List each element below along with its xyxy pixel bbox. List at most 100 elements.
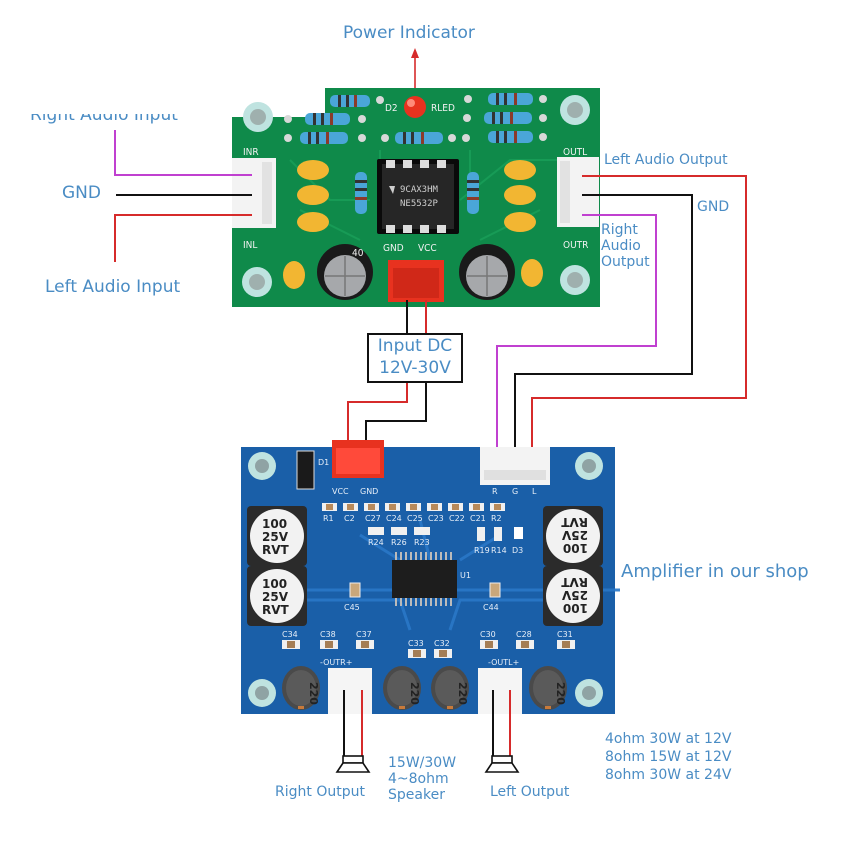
smd-label: R26 <box>391 538 407 547</box>
smd-label: C2 <box>344 514 355 523</box>
cap-label: C30 <box>480 630 496 639</box>
ic-marking-2: NE5532P <box>400 199 439 209</box>
smd-label: C27 <box>365 514 381 523</box>
led-d3 <box>514 527 523 539</box>
ceramic-capacitor <box>283 160 543 289</box>
resistor <box>488 93 533 105</box>
cap-rating: 25V <box>262 530 289 544</box>
smd-label: C23 <box>428 514 444 523</box>
smd-label: R14 <box>491 546 507 555</box>
capacitor-c45: C45 <box>344 582 361 612</box>
cap-rating: 25V <box>262 590 289 604</box>
left-audio-input-label: Left Audio Input <box>45 277 181 297</box>
silk-d1: D1 <box>318 458 329 467</box>
amp-audio-connector <box>480 447 550 485</box>
inductor-label: 220 <box>307 682 320 705</box>
cap-label: C37 <box>356 630 372 639</box>
power-connector <box>388 260 444 302</box>
silk-amp-g: G <box>512 487 518 496</box>
wire-gnd-output <box>514 194 693 452</box>
wire-left-output <box>531 175 747 452</box>
smd-component <box>368 527 384 535</box>
capacitor-c44: C44 <box>483 582 501 612</box>
silk-u1: U1 <box>460 571 471 580</box>
resistor <box>300 132 348 144</box>
electrolytic-capacitor <box>459 244 515 300</box>
smd-component <box>494 527 502 541</box>
smd-label: R1 <box>323 514 334 523</box>
amplifier-shop-label: Amplifier in our shop <box>621 561 809 582</box>
silk-inr: INR <box>243 147 259 158</box>
smd-label: C25 <box>407 514 423 523</box>
ne5532-chip: 9CAX3HM NE5532P <box>377 159 459 234</box>
speaker-spec-line: 4~8ohm <box>388 771 449 788</box>
input-dc-box: Input DC 12V-30V <box>367 333 463 383</box>
diode-d1: D1 <box>296 450 329 490</box>
input-dc-line: Input DC <box>377 336 453 356</box>
resistor <box>355 172 367 214</box>
silk-gnd: GND <box>383 243 404 254</box>
silk-vcc: VCC <box>418 243 437 254</box>
cap-label: C34 <box>282 630 298 639</box>
smd-component <box>477 527 485 541</box>
left-speaker-icon <box>484 755 520 773</box>
smd-component <box>391 527 407 535</box>
right-audio-output-label: Right Audio Output <box>601 222 650 270</box>
silk-amp-l: L <box>532 487 537 496</box>
mounting-hole <box>560 95 590 125</box>
right-audio-output-line: Right <box>601 222 638 238</box>
smd-body <box>389 504 396 510</box>
mounting-hole <box>242 267 272 297</box>
left-output-label: Left Output <box>490 784 570 800</box>
silk-amp-vcc: VCC <box>332 487 349 496</box>
inductor-label: 220 <box>554 682 567 705</box>
power-indicator-label: Power Indicator <box>343 23 475 43</box>
resistor <box>488 131 533 143</box>
smd-body <box>368 504 375 510</box>
speaker-spec-line: 15W/30W <box>388 755 457 771</box>
cap-label: C31 <box>557 630 573 639</box>
smd-body <box>494 504 501 510</box>
wire-right-output <box>496 214 657 452</box>
arrow-head-icon <box>411 48 419 58</box>
cap-rating: 25V <box>561 588 588 602</box>
cap-rating: 25V <box>561 528 588 542</box>
resistor <box>467 172 479 214</box>
smd-body <box>431 504 438 510</box>
inductor: 220 <box>529 666 567 710</box>
silk-amp-gnd: GND <box>360 487 378 496</box>
wire-power-gnd-out <box>365 383 427 452</box>
preamp-board: D2 RLED 9CAX3HM NE5532P GND VCC INR INL … <box>232 88 600 307</box>
wire-left-input <box>114 214 252 262</box>
right-output-connector <box>328 668 372 714</box>
smd-body <box>326 504 333 510</box>
output-connector <box>557 157 599 227</box>
smd-body <box>410 504 417 510</box>
resistor <box>395 132 443 144</box>
cap-rating: RVT <box>560 575 588 589</box>
cap-rating: 100 <box>563 541 588 555</box>
electrolytic-capacitor: 40 <box>317 244 373 300</box>
wire-power-vcc-out <box>347 383 408 452</box>
cap-label: C32 <box>434 639 450 648</box>
smd-body <box>452 504 459 510</box>
silk-outl: -OUTL+ <box>488 658 519 667</box>
right-speaker-icon <box>335 755 371 773</box>
silk-c45: C45 <box>344 603 360 612</box>
inductor: 220 <box>431 666 469 710</box>
cap-rating: 100 <box>262 517 287 531</box>
cap-rating: RVT <box>560 515 588 529</box>
cap-rating: RVT <box>262 543 290 557</box>
smd-label: C22 <box>449 514 465 523</box>
power-spec-line: 4ohm 30W at 12V <box>605 731 732 747</box>
gnd-output-label: GND <box>697 199 730 215</box>
silk-inl: INL <box>243 240 257 251</box>
silk-rled: RLED <box>431 103 455 114</box>
right-audio-input-label: Right Audio Input <box>30 105 178 125</box>
power-spec-line: 8ohm 15W at 12V <box>605 749 732 766</box>
